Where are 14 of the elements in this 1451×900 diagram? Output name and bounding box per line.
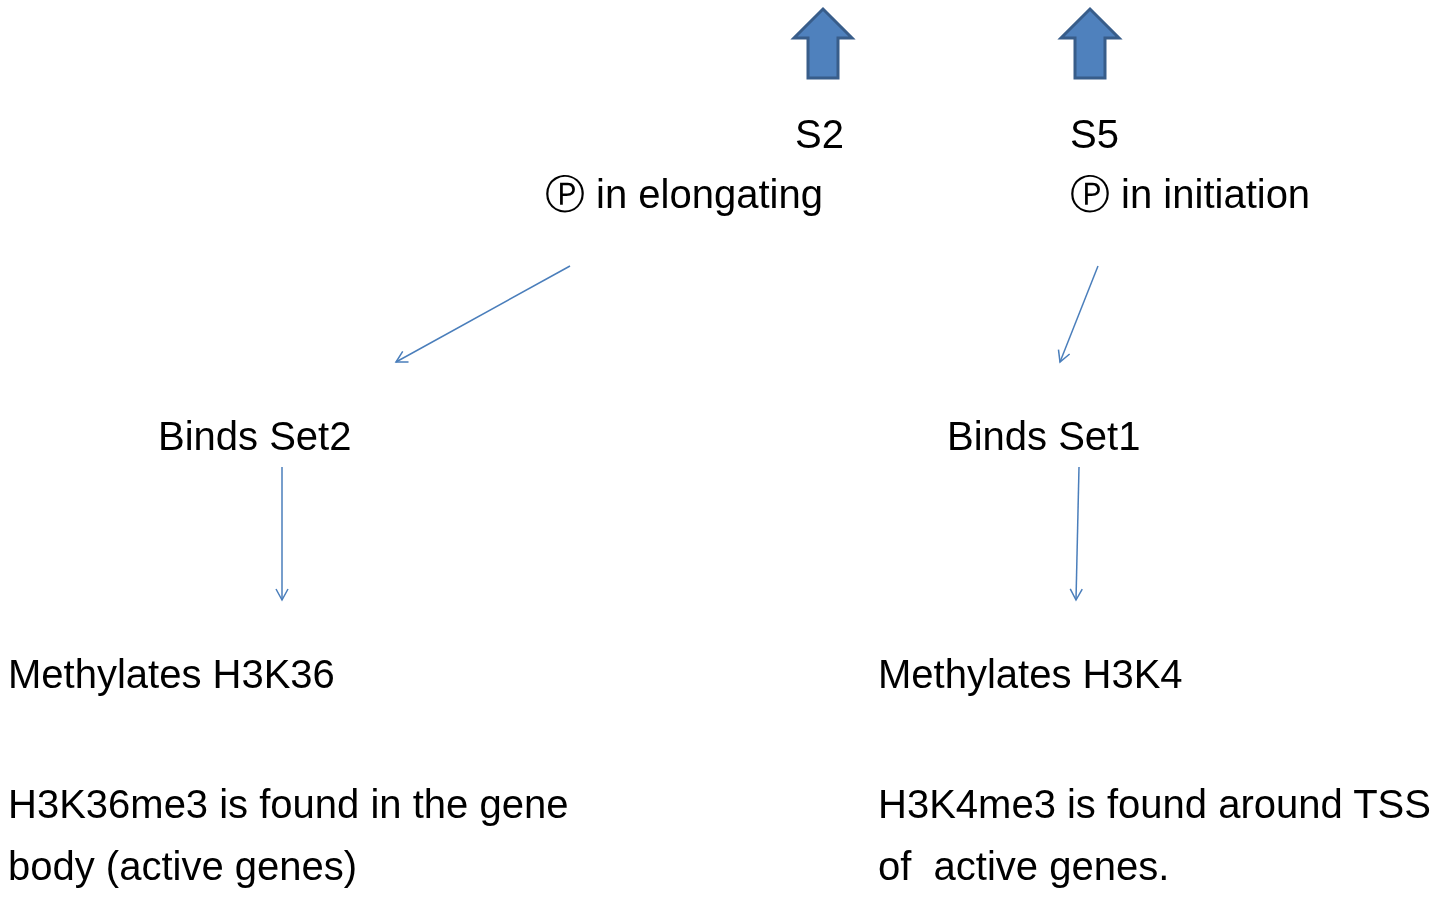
node-text: Ⓟ in elongating [545, 171, 823, 218]
note-text: H3K36me3 is found in the gene body (active genes) [8, 781, 570, 890]
arrow [1069, 466, 1083, 601]
node-text: Methylates H3K4 [878, 651, 1183, 698]
arrow [1057, 265, 1099, 363]
node-text: Binds Set1 [947, 413, 1141, 460]
node-text: S2 [795, 111, 844, 158]
node-text: Methylates H3K36 [8, 651, 335, 698]
arrow [275, 466, 289, 601]
note-text: H3K4me3 is found around TSS of active genes. [878, 781, 1432, 890]
node-text: Binds Set2 [158, 413, 352, 460]
node-text: Ⓟ in initiation [1070, 171, 1311, 218]
arrow [395, 265, 571, 363]
node-text: S5 [1070, 111, 1119, 158]
